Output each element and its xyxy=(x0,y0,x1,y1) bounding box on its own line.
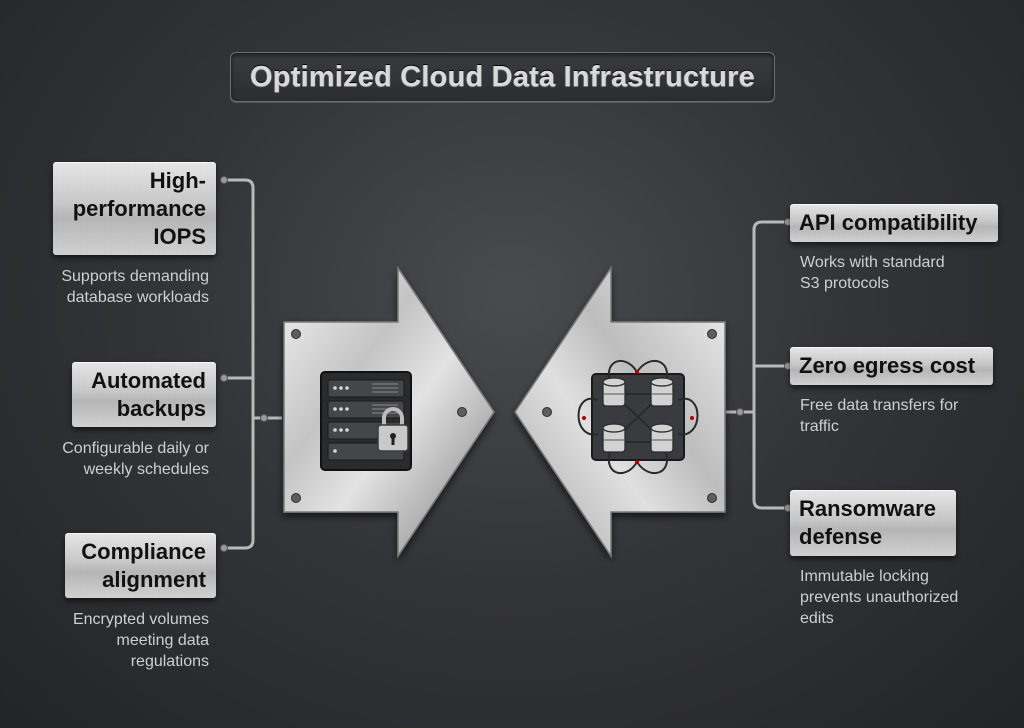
description-zero-egress-cost: Free data transfers for traffic xyxy=(800,395,1010,437)
plate-ransomware-defense: Ransomware defense xyxy=(790,490,956,556)
description-line: Supports demanding xyxy=(61,268,209,285)
description-line: S3 protocols xyxy=(800,275,889,292)
plate-label-line: High- xyxy=(149,167,206,193)
plate-label-line: alignment xyxy=(102,566,206,592)
plate-label-line: API compatibility xyxy=(799,210,978,235)
description-line: prevents unauthorized xyxy=(800,589,959,606)
left-connectors xyxy=(224,178,282,550)
right-connectors xyxy=(726,220,788,510)
description-line: meeting data xyxy=(116,632,209,649)
plate-compliance-alignment: Compliance alignment xyxy=(65,533,216,598)
plate-label-line: Zero egress cost xyxy=(799,353,976,378)
description-line: traffic xyxy=(800,418,839,435)
server-lock-icon xyxy=(320,371,412,471)
page-title: Optimized Cloud Data Infrastructure xyxy=(250,60,755,93)
plate-label-line: defense xyxy=(799,524,883,549)
description-line: Immutable locking xyxy=(800,568,929,585)
description-line: weekly schedules xyxy=(83,461,209,478)
plate-high-performance-iops: High- performance IOPS xyxy=(53,162,216,255)
description-line: Works with standard xyxy=(800,254,945,271)
connector-dot xyxy=(220,544,228,552)
connector-dot xyxy=(260,414,268,422)
description-line: database workloads xyxy=(66,289,209,306)
description-line: regulations xyxy=(130,653,209,670)
plate-label-line: backups xyxy=(116,395,206,421)
description-line: Free data transfers for xyxy=(800,397,959,414)
plate-api-compatibility: API compatibility xyxy=(790,204,998,242)
plate-label-line: performance xyxy=(72,195,206,221)
connector-dot xyxy=(736,408,744,416)
connector-dot xyxy=(784,504,792,512)
description-line: Configurable daily or xyxy=(62,440,209,457)
plate-automated-backups: Automated backups xyxy=(72,362,216,427)
description-ransomware-defense: Immutable locking prevents unauthorized … xyxy=(800,566,1015,629)
plate-label-line: Automated xyxy=(91,367,206,393)
title-plate: Optimized Cloud Data Infrastructure xyxy=(230,52,775,102)
plate-label-line: Compliance xyxy=(81,538,206,564)
plate-label-line: IOPS xyxy=(153,223,206,249)
description-automated-backups: Configurable daily or weekly schedules xyxy=(20,438,209,480)
plate-zero-egress-cost: Zero egress cost xyxy=(790,347,993,385)
description-api-compatibility: Works with standard S3 protocols xyxy=(800,252,1010,294)
plate-label-line: Ransomware xyxy=(799,496,936,521)
database-network-icon xyxy=(577,359,699,475)
description-line: Encrypted volumes xyxy=(72,611,209,628)
connector-dot xyxy=(220,176,228,184)
description-line: edits xyxy=(800,610,834,627)
description-compliance-alignment: Encrypted volumes meeting data regulatio… xyxy=(20,609,209,672)
description-high-performance-iops: Supports demanding database workloads xyxy=(20,266,209,308)
connector-dot xyxy=(784,362,792,370)
connector-dot xyxy=(784,218,792,226)
connector-dot xyxy=(220,374,228,382)
